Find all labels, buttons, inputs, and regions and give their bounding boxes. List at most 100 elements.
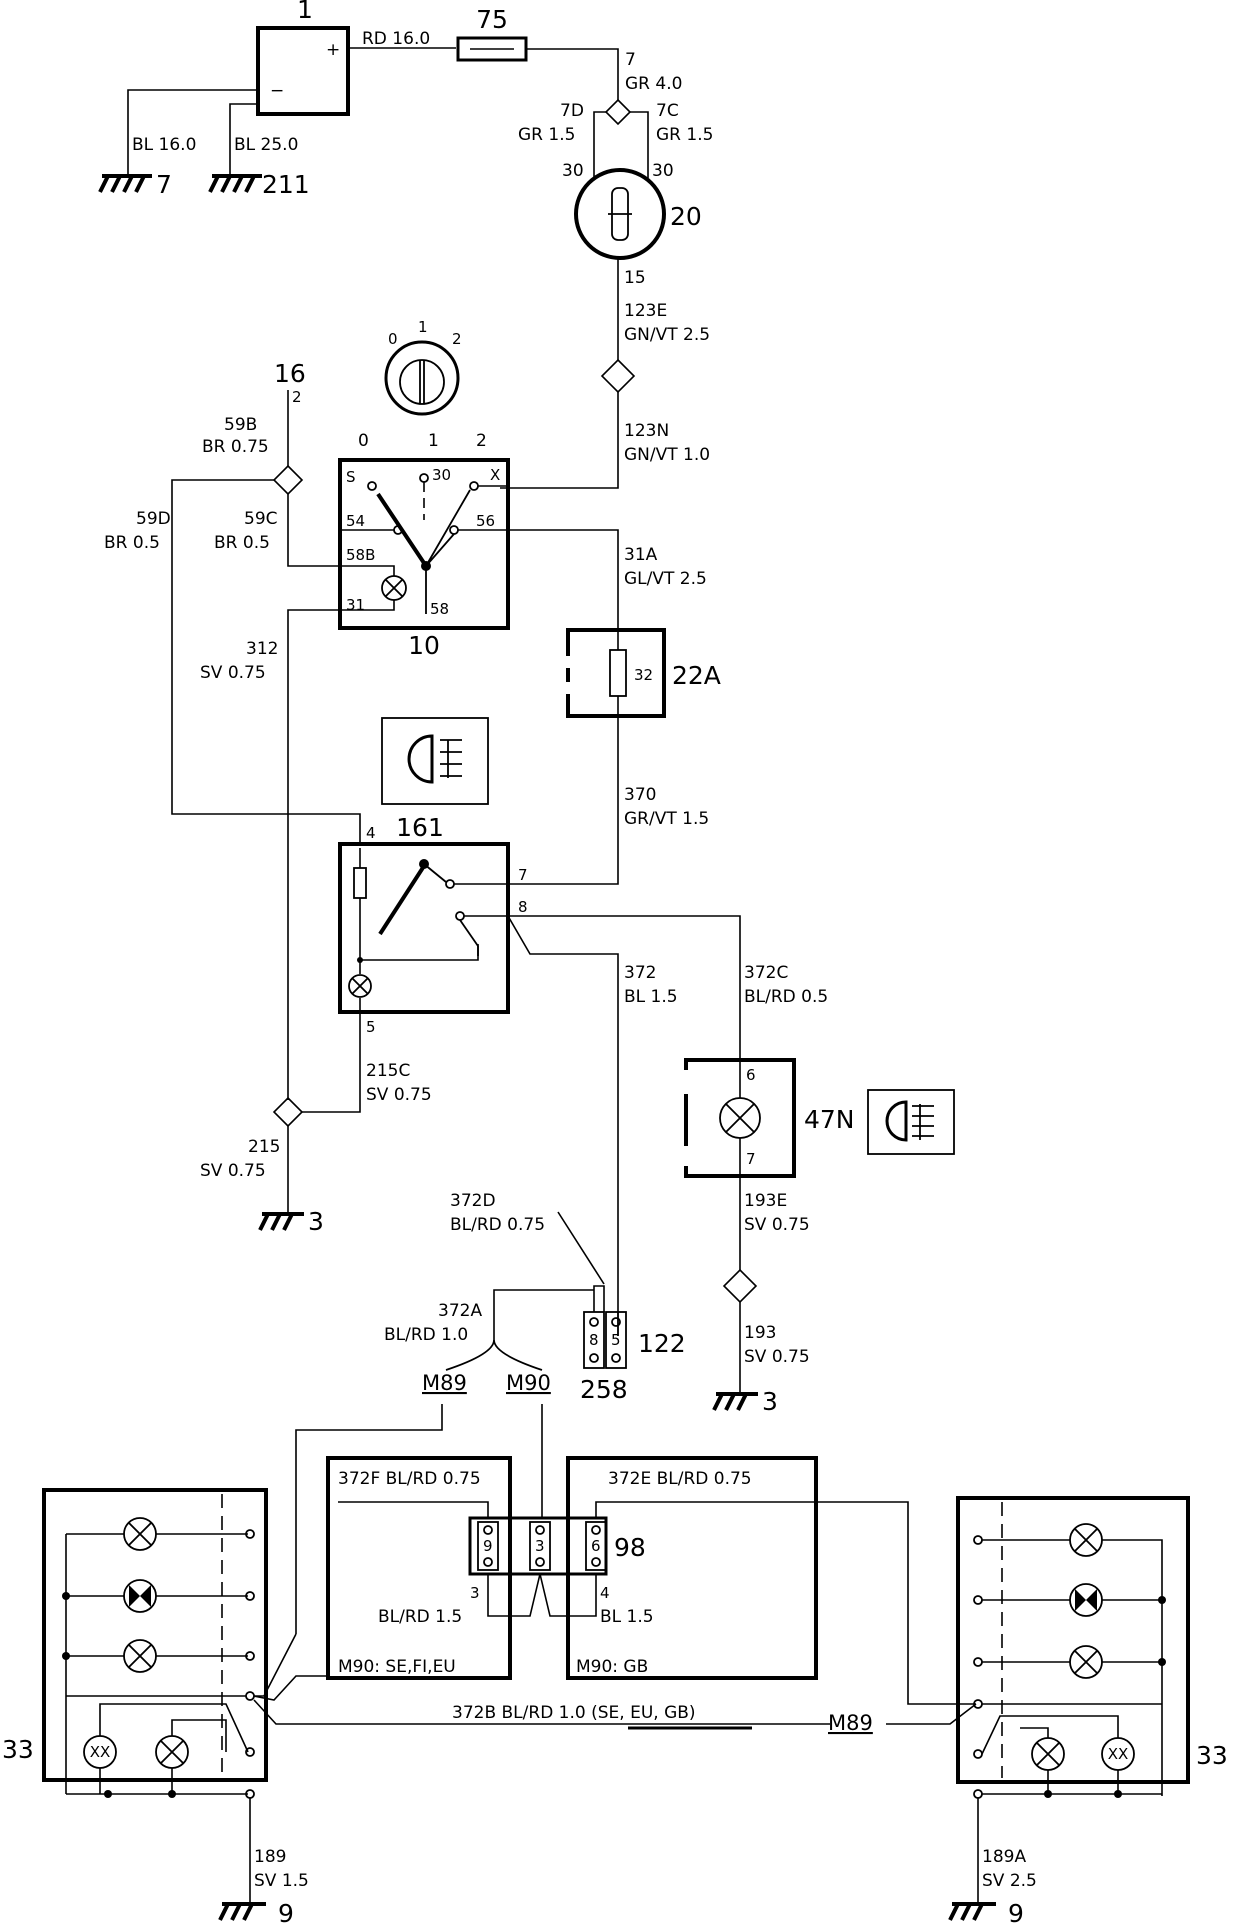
wire-59b-size: BR 0.75 xyxy=(202,437,269,457)
wire-189a-size: SV 2.5 xyxy=(982,1871,1037,1891)
wire-bl-15: BL 1.5 xyxy=(600,1607,654,1627)
wire-31a-code: 31A xyxy=(624,545,658,565)
fog-light-symbol-icon-2 xyxy=(867,1089,955,1155)
ground-3a-label: 3 xyxy=(308,1207,324,1236)
knob-pos-1: 1 xyxy=(418,318,428,336)
wire-31a-size: GL/VT 2.5 xyxy=(624,569,707,589)
lamp-pin-6: 6 xyxy=(746,1066,756,1084)
wire-7-size: GR 4.0 xyxy=(625,74,682,94)
wire-372a-code: 372A xyxy=(438,1301,482,1321)
connector-98-number: 98 xyxy=(614,1533,646,1562)
wire-372b: 372B BL/RD 1.0 (SE, EU, GB) xyxy=(452,1703,696,1723)
wire-372a-size: BL/RD 1.0 xyxy=(384,1325,468,1345)
conn98-pin-4: 4 xyxy=(600,1584,610,1602)
wire-7c-size: GR 1.5 xyxy=(656,125,713,145)
wire-215-code: 215 xyxy=(248,1137,280,1157)
lamp-pin-7: 7 xyxy=(746,1150,756,1168)
fuse-22a-number: 22A xyxy=(672,661,721,690)
relay-pin-4: 4 xyxy=(366,824,376,842)
connector-98: 9 3 6 98 xyxy=(468,1516,646,1576)
lamp-xx-right: XX xyxy=(1108,1745,1129,1763)
fuse-pin-32: 32 xyxy=(634,666,653,684)
wire-312-code: 312 xyxy=(246,639,278,659)
ground-9a-label: 9 xyxy=(278,1899,294,1928)
wire-189a-code: 189A xyxy=(982,1847,1026,1867)
tail-lamp-cluster-right: XX 33 xyxy=(956,1496,1228,1799)
relay-pin-8: 8 xyxy=(518,898,528,916)
fog-light-symbol-icon xyxy=(381,717,489,805)
wire-189-size: SV 1.5 xyxy=(254,1871,309,1891)
ground-7-label: 7 xyxy=(156,170,172,199)
pin-16-2: 2 xyxy=(292,388,302,406)
wire-215c-size: SV 0.75 xyxy=(366,1085,432,1105)
market-label-gb: M90: GB xyxy=(576,1657,648,1677)
light-switch-knob-icon: 0 1 2 xyxy=(384,318,462,416)
market-m89-top: M89 xyxy=(422,1371,467,1395)
sw-pin-54: 54 xyxy=(346,512,365,530)
wire-bl-25: BL 25.0 xyxy=(234,135,298,155)
wire-193-size: SV 0.75 xyxy=(744,1347,810,1367)
light-switch-10: 0 1 2 S 30 X 54 56 58B 31 58 10 xyxy=(338,431,510,660)
conn98-pin-3: 3 xyxy=(535,1537,545,1555)
wire-193e-code: 193E xyxy=(744,1191,787,1211)
ground-3b-label: 3 xyxy=(762,1387,778,1416)
wire-193-code: 193 xyxy=(744,1323,776,1343)
battery-plus: + xyxy=(326,40,340,60)
wire-59d-code: 59D xyxy=(136,509,171,529)
wire-bl-16: BL 16.0 xyxy=(132,135,196,155)
sw-pin-31: 31 xyxy=(346,596,365,614)
wire-7d-code: 7D xyxy=(560,101,584,121)
sw-pin-58: 58 xyxy=(430,600,449,618)
sw-pin-x: X xyxy=(490,466,500,484)
sw-pos-1: 1 xyxy=(428,431,439,451)
wire-372c-code: 372C xyxy=(744,963,788,983)
pin-15: 15 xyxy=(624,268,646,288)
battery-minus: − xyxy=(270,81,284,101)
wire-bl-rd-15: BL/RD 1.5 xyxy=(378,1607,462,1627)
wire-123n-code: 123N xyxy=(624,421,669,441)
wire-372e: 372E BL/RD 0.75 xyxy=(608,1469,752,1489)
wire-123e-size: GN/VT 2.5 xyxy=(624,325,710,345)
fuse-75-number: 75 xyxy=(476,5,508,34)
wire-193e-size: SV 0.75 xyxy=(744,1215,810,1235)
wire-123n-size: GN/VT 1.0 xyxy=(624,445,710,465)
market-box-m90-se: 372F BL/RD 0.75 M90: SE,FI,EU xyxy=(326,1456,512,1680)
fuse-22a: 32 22A xyxy=(566,628,721,718)
wire-372d-size: BL/RD 0.75 xyxy=(450,1215,545,1235)
knob-pos-2: 2 xyxy=(452,330,462,348)
pin-30b: 30 xyxy=(652,161,674,181)
sw-pin-30: 30 xyxy=(432,466,451,484)
connector-122-258: 8 5 122 258 xyxy=(580,1311,686,1404)
ground-3b: 3 xyxy=(712,1387,778,1416)
market-box-m90-gb: 372E BL/RD 0.75 M90: GB xyxy=(566,1456,818,1680)
wire-372c-size: BL/RD 0.5 xyxy=(744,987,828,1007)
wire-7d-size: GR 1.5 xyxy=(518,125,575,145)
switch-10-number: 10 xyxy=(408,631,440,660)
sw-pos-0: 0 xyxy=(358,431,369,451)
ground-9b: 9 xyxy=(948,1899,1024,1928)
connector-258-number: 258 xyxy=(580,1375,628,1404)
relay-pin-7: 7 xyxy=(518,866,528,884)
ground-211: 211 xyxy=(208,170,310,199)
wire-312-size: SV 0.75 xyxy=(200,663,266,683)
lamp-33-left-number: 33 xyxy=(2,1735,34,1764)
sw-pin-s: S xyxy=(346,468,356,486)
relay-161-number: 161 xyxy=(396,813,444,842)
sw-pos-2: 2 xyxy=(476,431,487,451)
connector-16: 16 xyxy=(274,359,306,388)
conn-pin-8: 8 xyxy=(589,1331,599,1349)
conn98-pin-3b: 3 xyxy=(470,1584,480,1602)
connector-122-number: 122 xyxy=(638,1329,686,1358)
wire-370-code: 370 xyxy=(624,785,656,805)
conn98-pin-9: 9 xyxy=(483,1537,493,1555)
conn-pin-5: 5 xyxy=(611,1331,621,1349)
ground-211-label: 211 xyxy=(262,170,310,199)
battery-1: 1 + − xyxy=(256,0,350,116)
wire-189-code: 189 xyxy=(254,1847,286,1867)
wire-372d-code: 372D xyxy=(450,1191,496,1211)
market-m89-bottom: M89 xyxy=(828,1711,873,1735)
wire-370-size: GR/VT 1.5 xyxy=(624,809,709,829)
wire-372-size: BL 1.5 xyxy=(624,987,678,1007)
wire-215-size: SV 0.75 xyxy=(200,1161,266,1181)
